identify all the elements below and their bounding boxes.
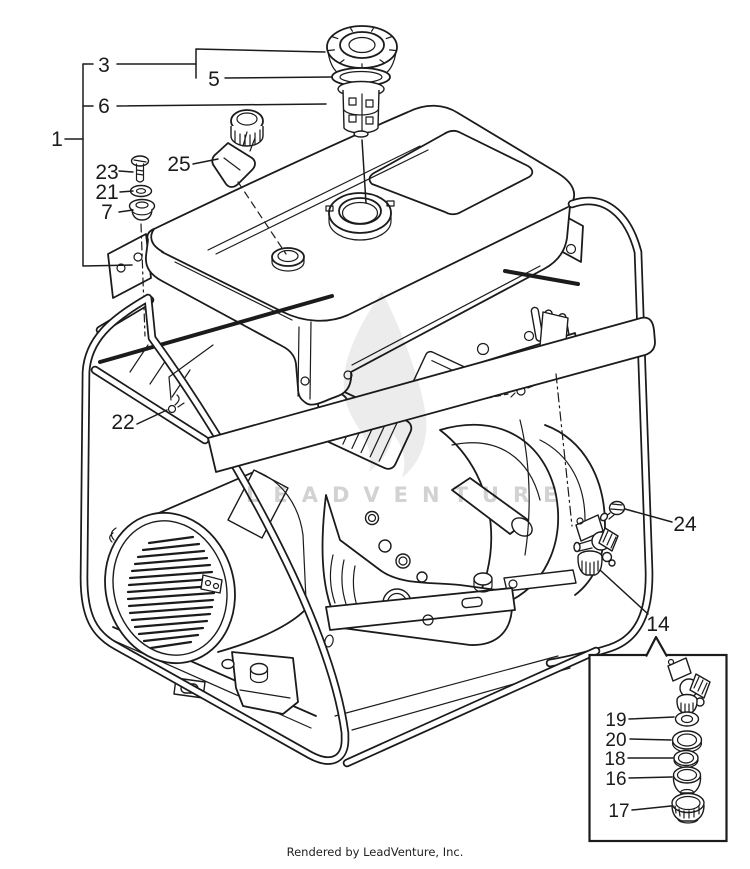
fuel-gauge	[211, 109, 287, 255]
callout-25: 25	[167, 153, 190, 176]
callout-14: 14	[646, 613, 670, 636]
inset-part-19	[674, 711, 700, 727]
front-rail	[207, 316, 656, 473]
callout-16: 16	[605, 769, 626, 790]
callout-24: 24	[673, 513, 697, 536]
alternator	[104, 469, 307, 715]
callout-3: 3	[98, 54, 110, 77]
bolt-24	[599, 500, 626, 522]
inset-part-17	[671, 792, 705, 824]
machinery-right	[519, 311, 606, 596]
gauge-hole	[271, 247, 305, 272]
cap-leader-line	[361, 139, 367, 204]
watermark-flame-icon	[343, 292, 427, 478]
callout-7: 7	[101, 201, 113, 224]
screw-axis-line	[140, 223, 146, 337]
vent-grille-icon	[126, 535, 216, 650]
callout-17: 17	[608, 801, 629, 822]
callout-18: 18	[604, 749, 625, 770]
frame	[79, 196, 656, 768]
inset-part-20	[671, 730, 703, 753]
fuel-cap-assembly	[326, 25, 398, 204]
callout-1: 1	[51, 128, 63, 151]
callout-21: 21	[95, 181, 118, 204]
callout-22: 22	[111, 411, 134, 434]
inset-part-16	[672, 766, 702, 797]
watermark-text: LEADVENTURE	[246, 483, 571, 507]
leader-lines	[64, 48, 673, 615]
inset-part-18	[673, 749, 699, 769]
inset-detail-box: 19 20 18 16 17	[588, 635, 728, 843]
grommet-7	[128, 198, 156, 221]
callout-6: 6	[98, 95, 110, 118]
footer-credit: Rendered by LeadVenture, Inc.	[286, 845, 464, 859]
washer-21	[129, 184, 153, 198]
filler-neck	[325, 192, 395, 241]
callout-19: 19	[605, 710, 626, 731]
gauge-aim-line	[237, 181, 287, 255]
wire-clip-22	[167, 344, 214, 414]
callout-5: 5	[208, 68, 220, 91]
fuel-petcock	[555, 373, 619, 576]
cap-filter	[342, 89, 380, 138]
callout-23: 23	[95, 161, 118, 184]
screw-23	[130, 155, 150, 183]
callout-20: 20	[605, 730, 626, 751]
inset-notch	[645, 635, 668, 658]
